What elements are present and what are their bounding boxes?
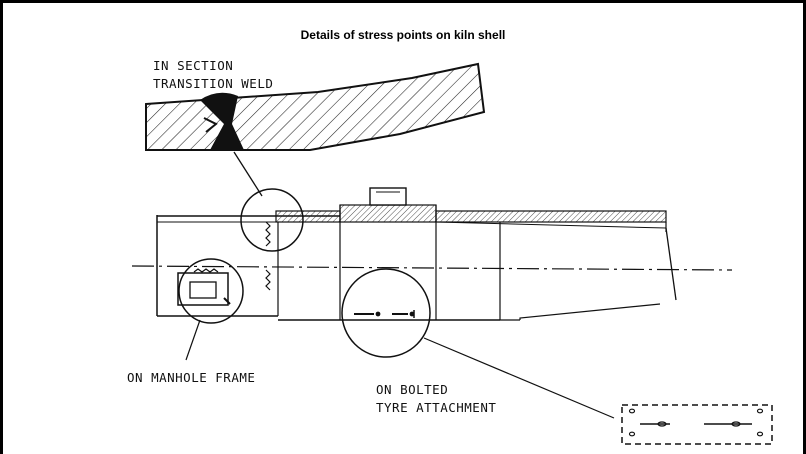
tyre-attachment-circle [341, 268, 431, 358]
label-on-bolted: ON BOLTED [376, 382, 448, 397]
leader-manhole [185, 319, 201, 361]
kiln-shell [156, 187, 677, 321]
label-tyre-attachment: TYRE ATTACHMENT [376, 400, 496, 415]
bolted-attachment-detail [354, 310, 415, 318]
transition-weld-section [145, 62, 486, 151]
leader-tyre-attachment [423, 337, 615, 419]
weld-detail-circle [240, 188, 304, 252]
label-transition-weld: TRANSITION WELD [153, 76, 273, 91]
bolted-attachment-enlarged [621, 404, 773, 445]
manhole-frame [177, 268, 231, 306]
kiln-centerline [131, 265, 733, 271]
label-manhole-frame: ON MANHOLE FRAME [127, 370, 255, 385]
figure-title: Details of stress points on kiln shell [300, 28, 506, 42]
weld-bead [200, 92, 244, 150]
leader-weld [233, 151, 263, 197]
manhole-detail-circle [178, 258, 244, 324]
label-in-section: IN SECTION [153, 58, 233, 73]
